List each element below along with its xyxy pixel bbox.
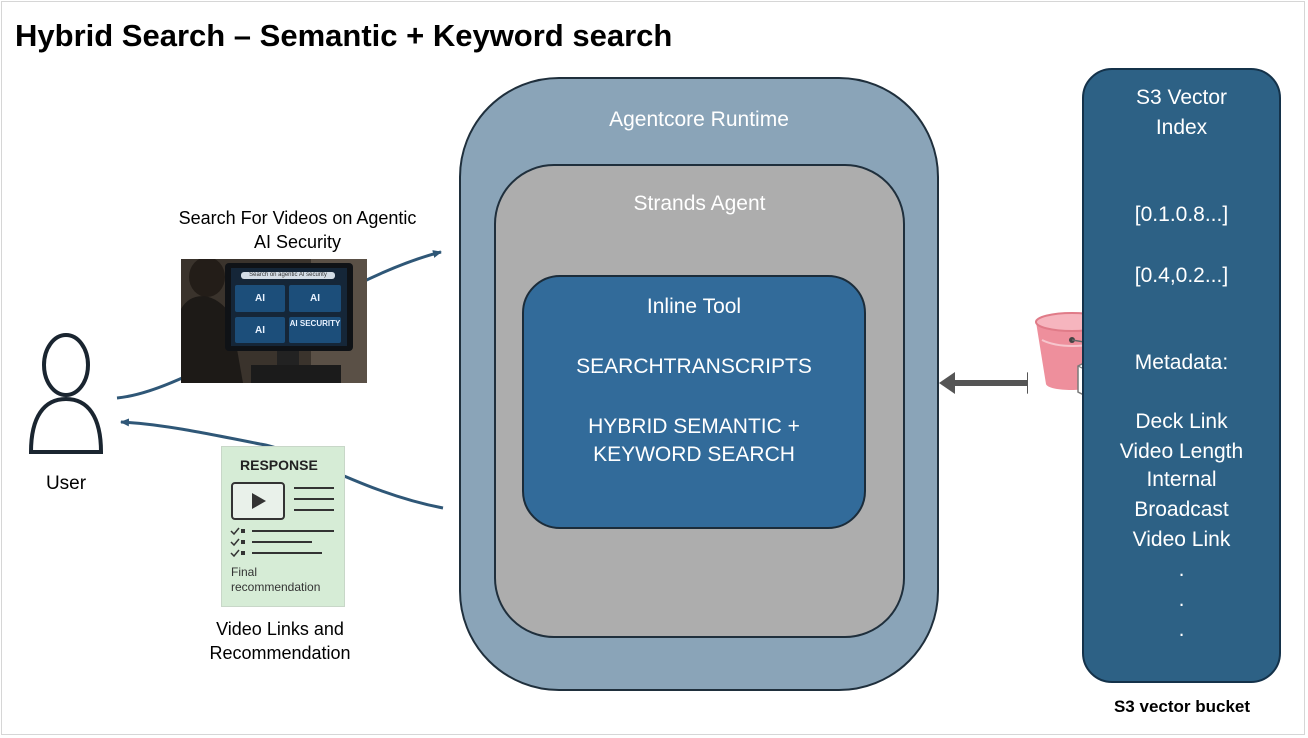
page-title: Hybrid Search – Semantic + Keyword searc… <box>15 18 673 53</box>
tool-name: SEARCHTRANSCRIPTS <box>576 355 812 378</box>
response-header: RESPONSE <box>240 457 318 473</box>
index-field-video-link: Video Link <box>1132 528 1231 551</box>
index-ellipsis-2: . <box>1178 588 1185 611</box>
index-ellipsis-3: . <box>1178 618 1185 641</box>
tool-description-line-1: HYBRID SEMANTIC + <box>588 415 800 438</box>
index-field-internal: Internal <box>1146 468 1217 491</box>
index-title-line-2: Index <box>1155 116 1208 139</box>
s3-vector-index-box: S3 Vector Index [0.1.0.8...] [0.4,0.2...… <box>1082 68 1281 683</box>
checklist-icon <box>230 527 334 558</box>
response-footer: Final recommendation <box>231 565 320 595</box>
query-screenshot-tile-2: AI <box>310 293 320 304</box>
index-title-line-1: S3 Vector <box>1135 86 1228 109</box>
response-card: RESPONSE Final recommenda <box>221 446 345 607</box>
user-label: User <box>45 473 87 494</box>
tool-title: Inline Tool <box>646 295 742 318</box>
response-footer-line-1: Final <box>231 565 258 579</box>
play-icon <box>231 482 285 520</box>
index-field-deck-link: Deck Link <box>1135 410 1228 433</box>
query-line-1: Search For Videos on Agentic <box>178 208 417 228</box>
inline-tool-box: Inline Tool SEARCHTRANSCRIPTS HYBRID SEM… <box>522 275 866 529</box>
query-screenshot-tile-1: AI <box>255 293 265 304</box>
index-ellipsis-1: . <box>1178 558 1185 581</box>
index-vector-2: [0.4,0.2...] <box>1134 264 1229 287</box>
s3-bucket-caption: S3 vector bucket <box>1113 697 1251 716</box>
index-field-broadcast: Broadcast <box>1134 498 1229 521</box>
response-caption: Video Links and Recommendation <box>170 617 390 665</box>
index-metadata-label: Metadata: <box>1134 351 1229 374</box>
tool-description: HYBRID SEMANTIC + KEYWORD SEARCH <box>524 413 864 469</box>
response-caption-line-1: Video Links and <box>216 619 344 639</box>
index-field-video-length: Video Length <box>1119 440 1244 463</box>
query-line-2: AI Security <box>253 232 342 252</box>
response-arrow <box>120 418 444 510</box>
user-icon <box>28 333 104 454</box>
strands-label: Strands Agent <box>633 192 766 215</box>
query-screenshot-tile-4: AI SECURITY <box>289 319 341 328</box>
index-vector-1: [0.1.0.8...] <box>1134 203 1229 226</box>
query-screenshot-tile-3: AI <box>255 325 265 336</box>
tool-description-line-2: KEYWORD SEARCH <box>593 443 795 466</box>
query-screenshot-image: Search on agentic AI security AI AI AI A… <box>181 259 367 383</box>
query-text: Search For Videos on Agentic AI Security <box>155 206 440 254</box>
runtime-label: Agentcore Runtime <box>609 108 789 131</box>
query-screenshot-search-text: Search on agentic AI security <box>249 272 327 278</box>
response-footer-line-2: recommendation <box>231 580 321 594</box>
response-caption-line-2: Recommendation <box>209 643 351 663</box>
